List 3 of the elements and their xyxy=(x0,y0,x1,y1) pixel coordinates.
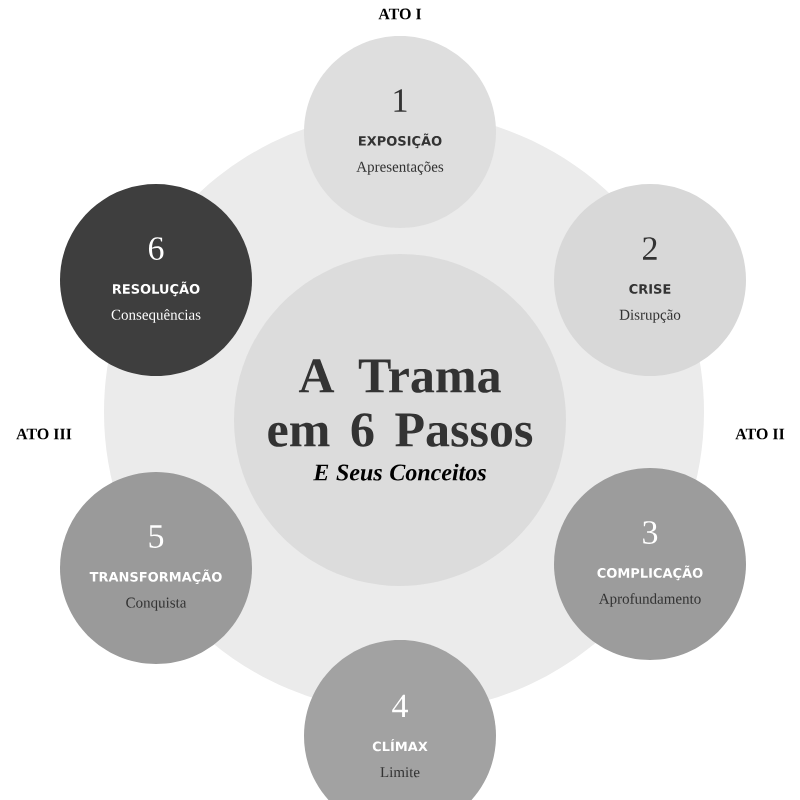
act-label: ATO II xyxy=(735,428,785,440)
act-label: ATO III xyxy=(16,428,72,440)
act-label: ATO I xyxy=(378,8,422,20)
